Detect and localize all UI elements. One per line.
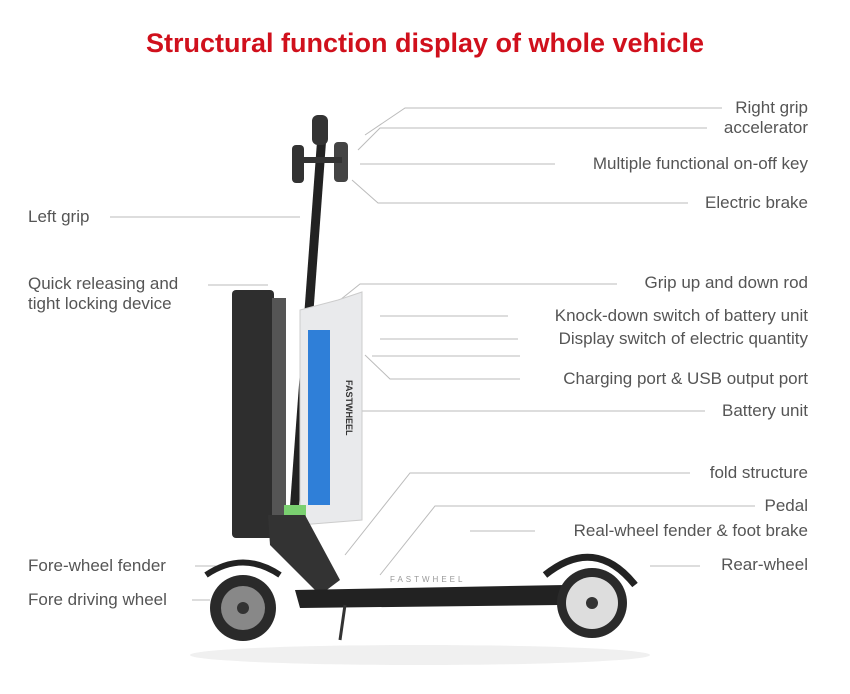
label-right-grip: Right grip [735, 98, 808, 117]
label-fore-wheel-fender: Fore-wheel fender [28, 556, 166, 575]
label-rear-wheel: Rear-wheel [721, 555, 808, 574]
svg-text:FASTWHEEL: FASTWHEEL [390, 575, 465, 584]
label-quick-release-1: Quick releasing and [28, 274, 179, 293]
label-display-switch: Display switch of electric quantity [558, 329, 808, 348]
label-fold-structure: fold structure [709, 463, 808, 482]
label-electric-brake: Electric brake [705, 193, 808, 212]
rear-fender [542, 553, 638, 588]
label-grip-rod: Grip up and down rod [644, 273, 809, 292]
label-knock-down-switch: Knock-down switch of battery unit [554, 306, 808, 325]
label-charging-port: Charging port & USB output port [563, 369, 808, 388]
label-left-grip: Left grip [28, 207, 90, 226]
label-rear-fender: Real-wheel fender & foot brake [573, 521, 808, 540]
svg-text:FASTWHEEL: FASTWHEEL [344, 380, 354, 436]
label-on-off-key: Multiple functional on-off key [592, 154, 808, 173]
page-title: Structural function display of whole veh… [145, 28, 705, 58]
label-fore-driving-wheel: Fore driving wheel [28, 590, 167, 609]
folded-frame [232, 290, 274, 538]
label-accelerator: accelerator [723, 118, 808, 137]
fold-structure [268, 515, 340, 595]
fore-wheel-fender [204, 559, 282, 578]
leader-lines [110, 107, 755, 601]
kickstand [338, 604, 347, 641]
label-quick-release-2: tight locking device [28, 294, 172, 313]
label-battery-unit: Battery unit [722, 401, 808, 420]
battery-cell [308, 330, 330, 505]
right-grip [312, 115, 328, 145]
left-grip [292, 145, 304, 183]
pedal-deck [295, 585, 565, 608]
label-pedal: Pedal [764, 496, 808, 515]
